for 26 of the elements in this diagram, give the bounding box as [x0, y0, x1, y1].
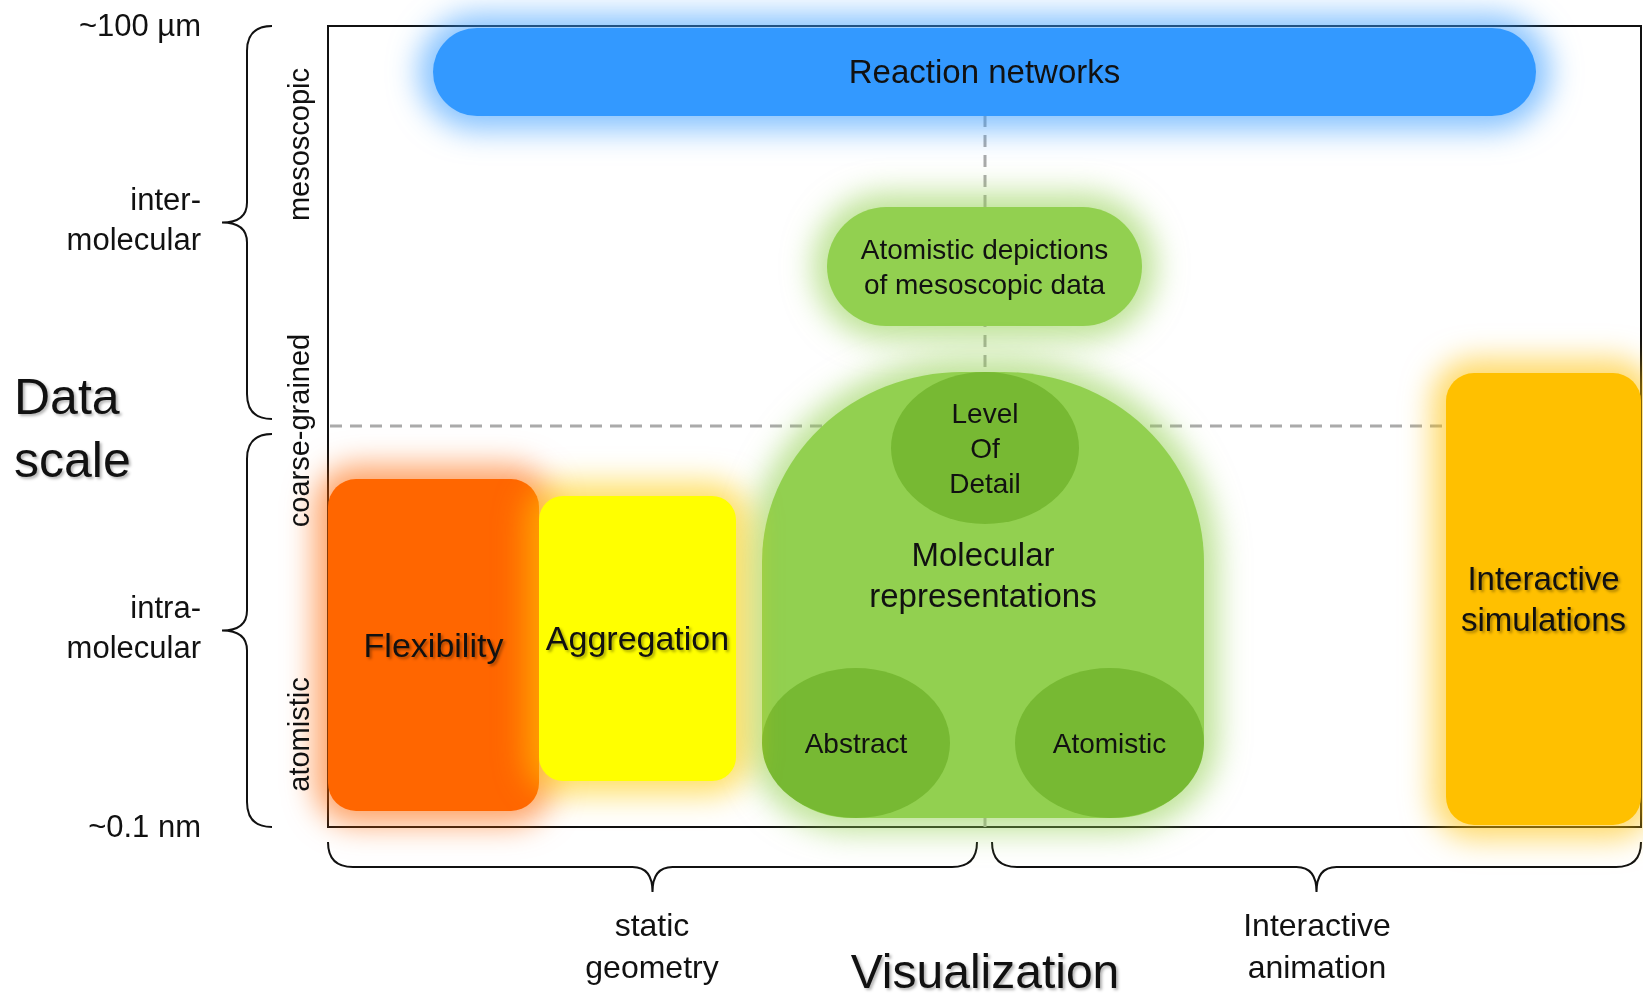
scale-label: intra- molecular — [65, 589, 201, 668]
scale-label: inter- molecular — [65, 181, 201, 260]
dome-shape — [762, 372, 1204, 818]
band — [433, 28, 1536, 116]
node-label: Aggregation — [545, 618, 730, 660]
node-label: Interactive simulations — [1459, 558, 1628, 640]
axis-label: static geometry — [584, 906, 720, 987]
axis-title: Visualization — [849, 944, 1121, 999]
node-label: Atomistic depictions of mesoscopic data — [859, 232, 1110, 302]
scale-label: ~0.1 nm — [87, 808, 201, 846]
rounded-box — [1446, 373, 1641, 825]
rounded-box — [539, 496, 736, 781]
scale-label: ~100 µm — [77, 7, 201, 45]
axis-label: Interactive animation — [1242, 906, 1392, 987]
axis-title: Data scale — [14, 368, 132, 490]
axis-label: atomistic — [282, 676, 316, 792]
rounded-box — [827, 207, 1142, 326]
rounded-box — [328, 479, 539, 811]
node-label: Level Of Detail — [948, 396, 1022, 501]
node-label: Molecular representations — [868, 534, 1098, 616]
node-label: Reaction networks — [848, 52, 1121, 93]
node-label: Flexibility — [363, 624, 504, 666]
axis-label: coarse-grained — [282, 333, 316, 527]
axis-label: mesoscopic — [282, 67, 316, 221]
node-label: Atomistic — [1052, 726, 1167, 761]
node-label: Abstract — [804, 726, 908, 761]
